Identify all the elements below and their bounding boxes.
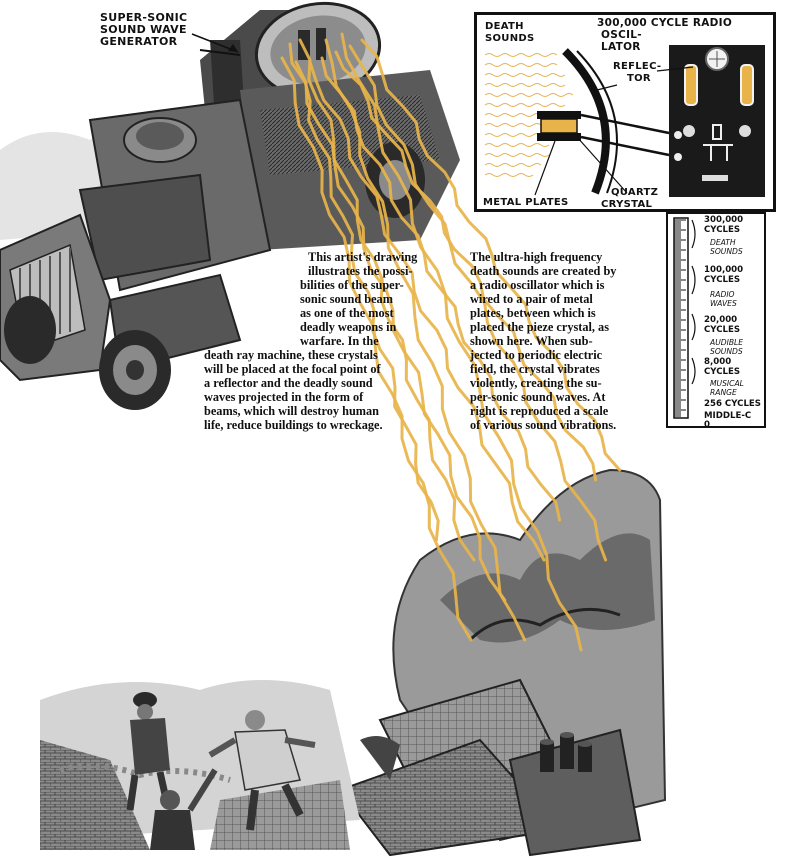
metal-plates-label: METAL PLATES <box>483 197 569 208</box>
caption-line: warfare. In the <box>300 334 379 348</box>
caption-line: a reflector and the deadly sound <box>204 376 373 390</box>
oscillator-diagram: DEATH SOUNDS 300,000 CYCLE RADIO OSCIL- … <box>474 12 776 212</box>
death-sounds-label: DEATH SOUNDS <box>485 21 535 44</box>
caption-line: This artist's drawing <box>308 250 418 264</box>
scale-entry: 100,000 <box>704 265 744 275</box>
scale-entry: RADIO <box>710 290 735 299</box>
fleeing-people <box>126 692 316 850</box>
sound-beam <box>298 38 476 562</box>
scale-entry: 0 <box>704 420 710 430</box>
generator-label: SUPER-SONIC SOUND WAVE GENERATOR <box>100 11 188 48</box>
scale-entry: 20,000 <box>704 315 738 325</box>
scale-entry: WAVES <box>710 299 737 308</box>
diagram-drawing <box>484 45 765 197</box>
switch <box>702 175 728 181</box>
label-pointers <box>534 66 694 196</box>
caption-line: beams, which will destroy human <box>204 404 380 418</box>
caption-line: field, the crystal vibrates <box>470 362 600 376</box>
sound-beam <box>280 56 473 642</box>
scale-entry: 256 CYCLES <box>704 399 761 409</box>
scale-entry: SOUNDS <box>710 247 743 256</box>
wires <box>580 113 670 157</box>
scale-entry: DEATH <box>710 238 736 247</box>
caption-line: death sounds are created by <box>470 264 617 278</box>
caption-line: a radio oscillator which is <box>470 278 605 292</box>
caption-line: sonic sound beam <box>300 292 393 306</box>
sound-beam <box>360 38 622 472</box>
scale-entry: RANGE <box>710 388 737 397</box>
sound-beam <box>308 60 546 562</box>
metal-plate-bottom <box>537 133 581 141</box>
scale-entry: 300,000 <box>704 215 744 225</box>
wrecked-building <box>338 468 667 857</box>
caption-line: illustrates the possi- <box>308 264 413 278</box>
caption-line: will be placed at the focal point of <box>204 362 381 376</box>
caption-line: bilities of the super- <box>300 278 404 292</box>
caption-line: as one of the most <box>300 306 394 320</box>
sound-beam <box>348 44 608 562</box>
sound-beams <box>280 32 622 652</box>
caption-line: placed the pieze crystal, as <box>470 320 609 334</box>
scale-entry: CYCLES <box>704 275 741 285</box>
caption-line: wired to a pair of metal <box>470 292 593 306</box>
scale-entry: CYCLES <box>704 367 741 377</box>
caption-line: right is reproduced a scale <box>470 404 609 418</box>
caption-line: deadly weapons in <box>300 320 397 334</box>
caption-line: plates, between which is <box>470 306 596 320</box>
caption-line: waves projected in the form of <box>204 390 364 404</box>
caption-line: jected to periodic electric <box>470 348 603 362</box>
caption-line: The ultra-high frequency <box>470 250 603 264</box>
caption-line: life, reduce buildings to wreckage. <box>204 418 383 432</box>
caption-line: of various sound vibrations. <box>470 418 617 432</box>
scale-entry: CYCLES <box>704 225 741 235</box>
reflector-label: REFLEC- TOR <box>613 61 662 84</box>
scale-entry: MUSICAL <box>710 379 744 388</box>
scale-entry: MIDDLE-C <box>704 411 752 421</box>
vacuum-tube-left <box>684 64 698 106</box>
oscillator-label: 300,000 CYCLE RADIO OSCIL- LATOR <box>597 17 733 53</box>
caption-line: death ray machine, these crystals <box>204 348 378 362</box>
street-scene <box>40 680 400 850</box>
sound-beam <box>340 32 583 652</box>
caption-line: per-sonic sound waves. At <box>470 390 606 404</box>
caption-line: shown here. When sub- <box>470 334 593 348</box>
scale-entry: 8,000 <box>704 357 732 367</box>
quartz-crystal-label: QUARTZ CRYSTAL <box>601 187 659 210</box>
scale-entry: SOUNDS <box>710 347 743 356</box>
metal-plate-top <box>537 111 581 119</box>
scale-entry: AUDIBLE <box>710 338 744 347</box>
generator-pointer <box>191 33 239 53</box>
reflector-dish <box>562 48 610 195</box>
vacuum-tube-right <box>740 64 754 106</box>
quartz-crystal <box>540 118 578 134</box>
sound-beam <box>288 42 440 542</box>
caption-line: violently, creating the su- <box>470 376 602 390</box>
scale-entry: CYCLES <box>704 325 741 335</box>
scale-ruler <box>673 217 696 419</box>
sound-beam <box>324 38 527 642</box>
